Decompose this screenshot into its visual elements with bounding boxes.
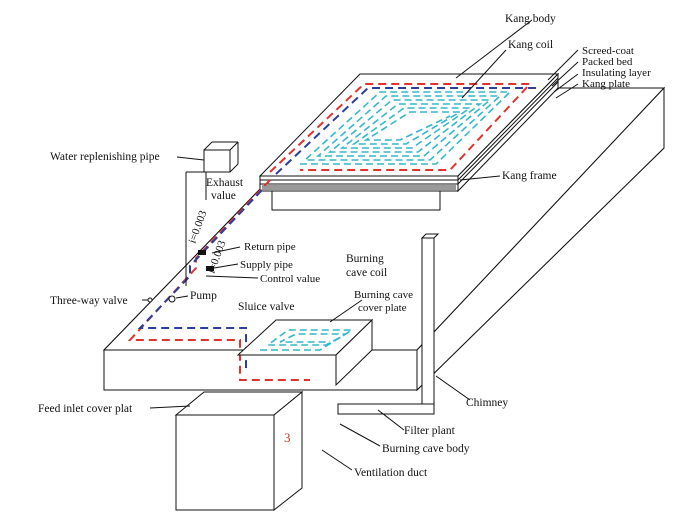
label-supply-pipe: Supply pipe (240, 259, 293, 271)
chimney-stack (421, 237, 435, 409)
label-insulating-layer: Insulating layer (582, 67, 651, 79)
label-sluice-valve: Sluice valve (238, 301, 295, 313)
kang-body-front (103, 349, 418, 391)
label-filter-plant: Filter plant (404, 425, 456, 437)
chimney (337, 233, 440, 415)
label-exhaust-value-line1: Exhaust (206, 177, 244, 189)
return-pipe-line (137, 189, 263, 368)
label-screed-coat: Screed-coat (582, 45, 634, 57)
label-kang-coil: Kang coil (508, 39, 553, 51)
supply-pipe-line (127, 179, 310, 381)
label-packed-bed: Packed bed (582, 56, 633, 68)
label-water-replenishing-pipe: Water replenishing pipe (50, 151, 160, 163)
pump-icon (168, 295, 176, 303)
label-return-pipe: Return pipe (244, 241, 296, 253)
label-slope-1: i=0.003 (187, 208, 210, 245)
three-way-valve-icon (147, 297, 153, 303)
label-kang-frame: Kang frame (502, 170, 557, 182)
kang-body-platform (102, 86, 666, 392)
label-burning-cave-cover-plate-line1: Burning cave (354, 289, 413, 301)
pipes (127, 141, 310, 381)
label-marker-3: 3 (284, 430, 291, 445)
kang-coil (269, 83, 538, 175)
label-control-value: Control value (260, 273, 320, 285)
burning-cave-cover-side (335, 318, 373, 387)
chimney-horizontal (337, 403, 435, 415)
label-burning-cave-coil-line2: cave coil (346, 267, 387, 279)
label-burning-cave-body: Burning cave body (382, 443, 470, 455)
valve-marker (206, 266, 214, 271)
label-three-way-valve: Three-way valve (50, 295, 128, 307)
kang-frame-block (271, 189, 441, 211)
burning-cave (236, 318, 374, 387)
label-chimney: Chimney (466, 397, 508, 409)
lower-box (174, 390, 304, 512)
label-kang-body: Kang body (505, 13, 556, 25)
label-pump: Pump (190, 290, 217, 302)
packed-bed-layer (262, 185, 456, 190)
burning-cave-coil (260, 329, 355, 351)
label-exhaust-value-line2: value (211, 190, 236, 202)
valve-marker (198, 250, 206, 255)
chimney-top (420, 233, 440, 239)
label-kang-plate: Kang plate (582, 78, 630, 90)
lower-box-front (175, 414, 275, 511)
water-tank-box (203, 149, 231, 173)
label-feed-inlet-cover-plat: Feed inlet cover plat (38, 403, 133, 415)
leader-lines (142, 19, 579, 471)
label-burning-cave-coil-line1: Burning (346, 253, 384, 265)
label-ventilation-duct: Ventilation duct (354, 467, 428, 479)
label-burning-cave-cover-plate-line2: cover plate (358, 302, 407, 314)
lower-box-side (273, 390, 303, 512)
labels: Kang body Kang coil Screed-coat Packed b… (38, 13, 651, 479)
